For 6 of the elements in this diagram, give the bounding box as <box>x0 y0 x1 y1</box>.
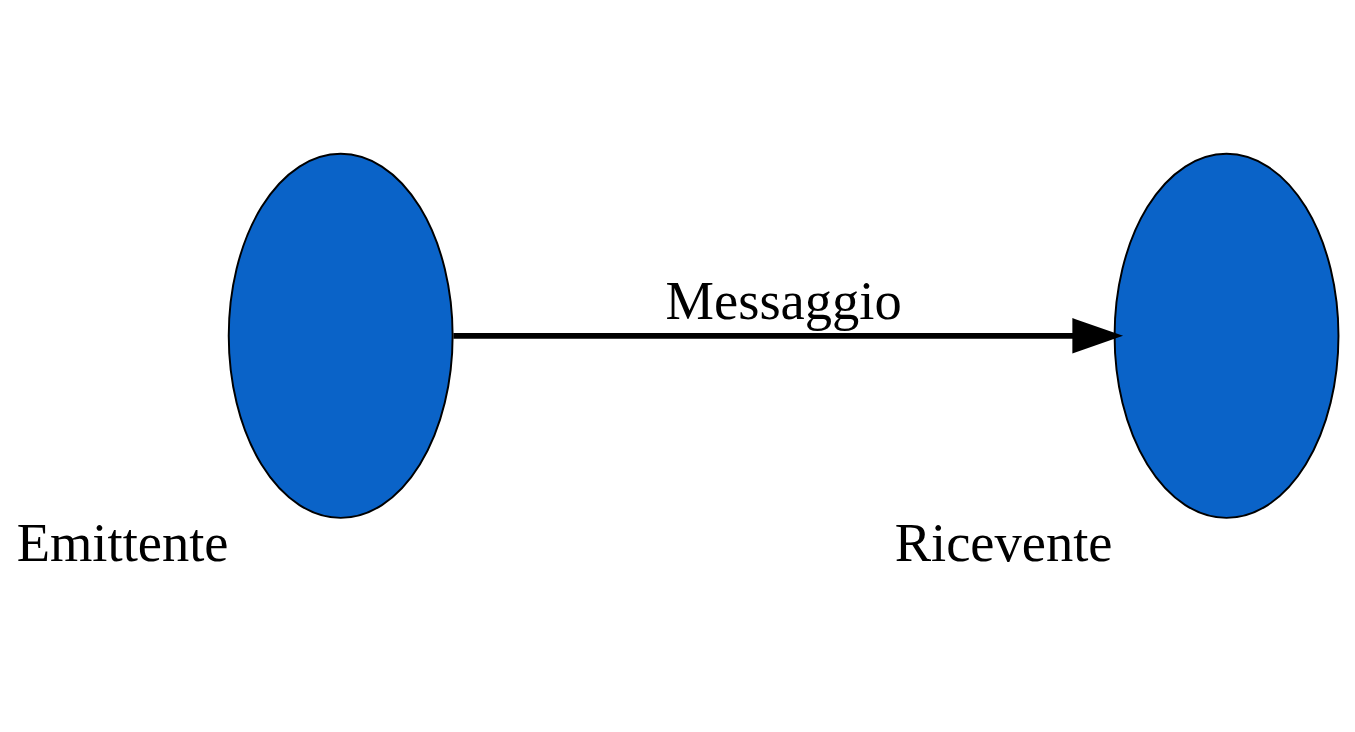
node-label: Ricevente <box>894 512 1113 574</box>
arrow <box>453 318 1124 354</box>
node-ellipse <box>227 152 454 519</box>
node-label: Emittente <box>16 512 229 574</box>
edge-label: Messaggio <box>665 270 902 332</box>
node-ellipse <box>1113 152 1340 519</box>
